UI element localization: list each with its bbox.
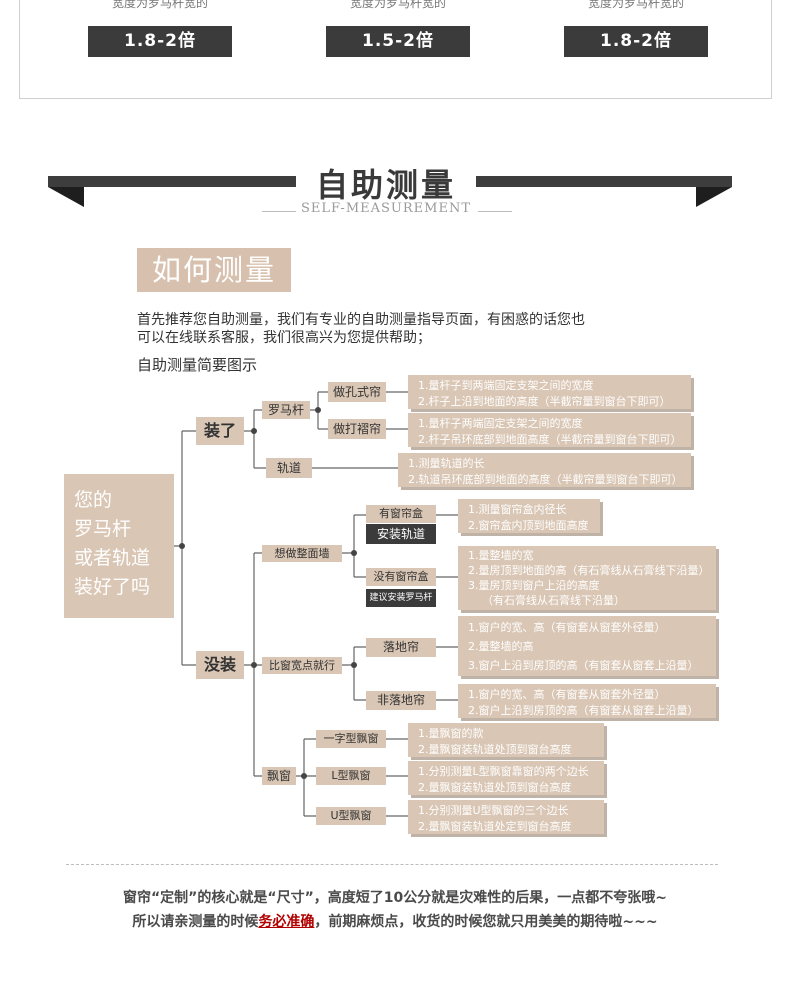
junction-dot bbox=[351, 662, 357, 668]
footer-emphasis: 务必准确 bbox=[258, 914, 315, 930]
intro-line-1: 首先推荐您自助测量，我们有专业的自助测量指导页面，有困惑的话您也 bbox=[137, 312, 585, 328]
junction-dot bbox=[351, 550, 357, 556]
without-box-node: 没有窗帘盒 bbox=[366, 568, 436, 586]
diagram-label: 自助测量简要图示 bbox=[137, 356, 258, 374]
l-bay-node: L型飘窗 bbox=[316, 767, 386, 785]
u-bay-node: U型飘窗 bbox=[316, 807, 386, 825]
junction-dot bbox=[315, 407, 321, 413]
full-wall-node: 想做整面墙 bbox=[262, 545, 342, 562]
ratio-caption-1: 宽度为罗马杆宽的 bbox=[111, 0, 208, 10]
track-node: 轨道 bbox=[266, 458, 312, 478]
straight-bay-node: 一字型飘窗 bbox=[316, 730, 386, 748]
banner-subtitle: SELF-MEASUREMENT bbox=[300, 201, 472, 216]
footer-line-1: 窗帘“定制”的核心就是“尺寸”，高度短了10公分就是灾难性的后果，一点都不夸张哦… bbox=[122, 890, 667, 906]
branch-installed: 装了 bbox=[196, 417, 244, 445]
install-track-tag: 安装轨道 bbox=[366, 524, 436, 544]
intro-line-2: 可以在线联系客服，我们很高兴为您提供帮助； bbox=[137, 330, 431, 346]
junction-dot bbox=[251, 428, 257, 434]
banner-bar-left bbox=[48, 176, 296, 187]
banner-fold-left bbox=[48, 187, 84, 207]
non-floor-curtain-node: 非落地帘 bbox=[366, 691, 436, 710]
ratio-panel bbox=[19, 0, 772, 99]
with-box-node: 有窗帘盒 bbox=[366, 505, 436, 523]
bay-window-node: 飘窗 bbox=[262, 767, 296, 785]
subtitle-rule-right bbox=[478, 211, 512, 212]
non-floor-curtain-desc: 1.窗户的宽、高（有窗套从窗套外径量）2.窗户上沿到房顶的高（有窗套从窗套上沿量… bbox=[458, 684, 716, 718]
junction-dot bbox=[251, 662, 257, 668]
ratio-badge-3: 1.8-2倍 bbox=[564, 26, 708, 57]
banner-title: 自助测量 bbox=[315, 166, 456, 204]
ratio-badge-1: 1.8-2倍 bbox=[88, 26, 232, 57]
root-question: 您的 罗马杆 或者轨道 装好了吗 bbox=[64, 474, 174, 618]
dashed-divider bbox=[66, 864, 718, 865]
banner-bar-right bbox=[476, 176, 732, 187]
hole-curtain-node: 做孔式帘 bbox=[328, 382, 386, 402]
floor-curtain-node: 落地帘 bbox=[366, 638, 436, 657]
wider-node: 比窗宽点就行 bbox=[262, 657, 342, 674]
footer-line-2: 所以请亲测量的时候务必准确，前期麻烦点，收货的时候您就只用美美的期待啦~~~ bbox=[132, 914, 658, 930]
branch-not-installed: 没装 bbox=[196, 651, 244, 679]
roman-rod-node: 罗马杆 bbox=[262, 401, 310, 419]
banner-fold-right bbox=[696, 187, 732, 207]
section-title: 如何测量 bbox=[137, 248, 291, 292]
junction-dot bbox=[301, 773, 307, 779]
junction-dot bbox=[179, 543, 185, 549]
ratio-badge-2: 1.5-2倍 bbox=[326, 26, 470, 57]
suggest-rod-tag: 建议安装罗马杆 bbox=[366, 589, 436, 607]
ratio-caption-2: 宽度为罗马杆宽的 bbox=[349, 0, 446, 10]
subtitle-rule-left bbox=[262, 211, 296, 212]
pleat-curtain-node: 做打褶帘 bbox=[328, 419, 386, 439]
ratio-caption-3: 宽度为罗马杆宽的 bbox=[587, 0, 684, 10]
